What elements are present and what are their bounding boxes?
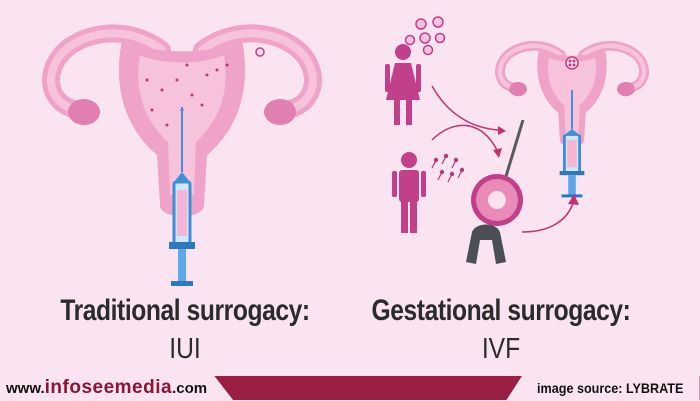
website-brand: infoseemedia [44, 377, 173, 398]
website-suffix: .com [172, 380, 208, 397]
holding-pipette-icon [466, 224, 506, 264]
footer-band: www.infoseemedia.com image source: LYBRA… [0, 376, 700, 400]
sperm-icon [431, 153, 465, 183]
ivf-label: IVF [481, 333, 521, 365]
iui-label: IUI [169, 333, 201, 365]
website-watermark: www.infoseemedia.com [0, 376, 234, 400]
petri-dish-icon [471, 174, 523, 226]
egg-icon [404, 16, 446, 56]
uterus-icon [51, 33, 313, 216]
embryo-icon [565, 56, 579, 70]
gestational-surrogacy-title: Gestational surrogacy: [371, 294, 631, 327]
website-prefix: www. [6, 380, 45, 397]
arrow-icon [431, 85, 575, 233]
traditional-surrogacy-title: Traditional surrogacy: [60, 294, 310, 327]
woman-icon [385, 44, 421, 125]
image-source-label: image source: LYBRATE [506, 376, 700, 400]
man-icon [392, 152, 426, 233]
